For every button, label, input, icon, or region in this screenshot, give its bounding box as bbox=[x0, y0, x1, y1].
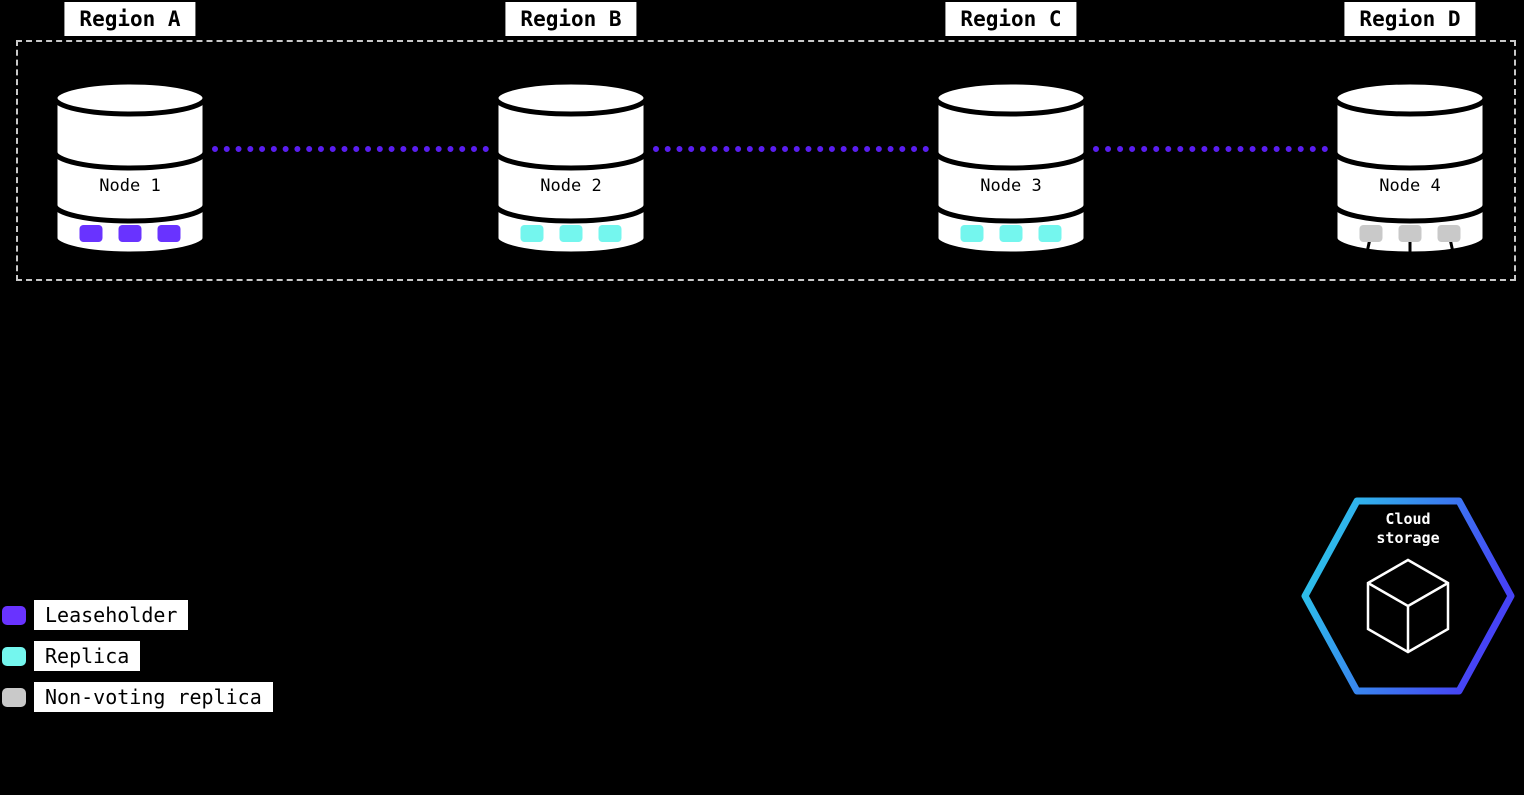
leaseholder-square bbox=[157, 225, 181, 242]
legend-label: Leaseholder bbox=[34, 600, 189, 630]
cloud-storage-label: Cloud storage bbox=[1376, 510, 1440, 547]
leaseholder-square bbox=[79, 225, 103, 242]
database-cylinder-icon bbox=[933, 79, 1089, 257]
replica-square bbox=[960, 225, 984, 242]
region-label-c: Region C bbox=[945, 2, 1077, 36]
region-label-b: Region B bbox=[505, 2, 637, 36]
cube-icon bbox=[1366, 558, 1450, 654]
replica-square bbox=[598, 225, 622, 242]
non-voting-replica-square bbox=[1437, 225, 1461, 242]
node-1: Node 1 bbox=[50, 78, 210, 258]
legend: Leaseholder Replica Non-voting replica bbox=[2, 600, 273, 712]
legend-item-leaseholder: Leaseholder bbox=[2, 600, 273, 630]
replication-link-c-d bbox=[1093, 146, 1328, 152]
legend-item-replica: Replica bbox=[2, 641, 273, 671]
non-voting-replica-square bbox=[1359, 225, 1383, 242]
region-label-a: Region A bbox=[64, 2, 196, 36]
legend-label: Replica bbox=[34, 641, 141, 671]
replica-swatch-icon bbox=[2, 646, 26, 666]
region-label-d: Region D bbox=[1344, 2, 1476, 36]
node-3: Node 3 bbox=[931, 78, 1091, 258]
database-cylinder-icon bbox=[52, 79, 208, 257]
legend-label: Non-voting replica bbox=[34, 682, 273, 712]
non-voting-replica-swatch-icon bbox=[2, 687, 26, 707]
database-cylinder-icon bbox=[1332, 79, 1488, 258]
non-voting-replica-square bbox=[1398, 225, 1422, 242]
replica-square bbox=[559, 225, 583, 242]
cluster-boundary bbox=[16, 40, 1516, 281]
replication-link-b-c bbox=[653, 146, 929, 152]
replica-square bbox=[520, 225, 544, 242]
cloud-storage: Cloud storage bbox=[1300, 494, 1516, 698]
cloud-storage-hexagon-icon bbox=[1301, 497, 1515, 695]
node-label: Node 1 bbox=[99, 176, 161, 196]
node-label: Node 3 bbox=[980, 176, 1042, 196]
node-2: Node 2 bbox=[491, 78, 651, 258]
leaseholder-swatch-icon bbox=[2, 605, 26, 625]
database-cylinder-icon bbox=[493, 79, 649, 257]
node-label: Node 2 bbox=[540, 176, 602, 196]
replica-square bbox=[999, 225, 1023, 242]
node-4: Node 4 bbox=[1330, 78, 1490, 258]
replica-square bbox=[1038, 225, 1062, 242]
node-label: Node 4 bbox=[1379, 176, 1441, 196]
leaseholder-square bbox=[118, 225, 142, 242]
legend-item-non-voting-replica: Non-voting replica bbox=[2, 682, 273, 712]
replication-link-a-b bbox=[212, 146, 489, 152]
